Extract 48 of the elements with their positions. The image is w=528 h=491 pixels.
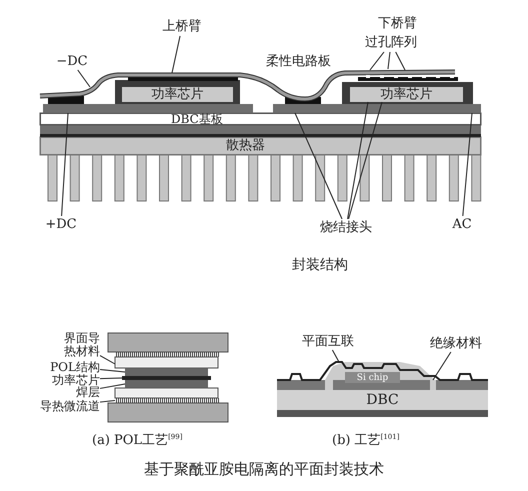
pol-layer: [125, 368, 208, 376]
leader-line: [370, 52, 384, 70]
chip-block: Si chip: [345, 372, 400, 383]
part-label: +DC: [44, 216, 78, 234]
leader-line: [347, 102, 368, 220]
solder-layer: [125, 380, 208, 388]
leader-line: [100, 368, 126, 372]
part-label: 柔性电路板: [266, 54, 331, 70]
leader-line: [172, 36, 181, 74]
micro-channel-layer: [115, 398, 220, 403]
figure-caption: 基于聚酰亚胺电隔离的平面封装技术: [143, 461, 385, 477]
part-label: 烧结接头: [316, 219, 376, 237]
part-label: 平面互联: [300, 334, 356, 350]
figure-caption: (b) 工艺$^{[101]}$: [332, 432, 400, 449]
leader-line: [294, 112, 342, 220]
chip-block: 功率芯片: [122, 87, 233, 102]
part-label: 过孔阵列: [362, 34, 420, 52]
chip-layer: [122, 376, 211, 380]
part-label: 功率芯片: [42, 373, 100, 386]
part-label: 界面导热材料: [62, 331, 100, 359]
figure-caption: (a) POL工艺$^{[99]}$: [92, 432, 182, 449]
leader-line: [77, 70, 90, 88]
heat-sink-base: 散热器: [40, 137, 481, 155]
interconnect-line: [277, 361, 488, 381]
leader-line: [100, 400, 116, 403]
chip-block: 功率芯片: [350, 87, 463, 102]
part-label: −DC: [55, 54, 89, 70]
leader-line: [100, 378, 122, 380]
leader-line: [332, 350, 340, 362]
leader-line: [100, 355, 116, 364]
leader-line: [462, 112, 472, 216]
leader-line: [395, 52, 406, 70]
part-label: AC: [450, 216, 474, 234]
part-label: 绝缘材料: [428, 336, 484, 352]
substrate-layer: DBC: [277, 390, 488, 410]
part-label: 上桥臂: [160, 18, 204, 36]
part-label: 导热微流道: [34, 399, 100, 412]
insulation-fill: [430, 380, 436, 390]
leader-line: [100, 384, 126, 389]
leader-line: [61, 112, 68, 216]
part-label: 焊层: [60, 386, 100, 398]
substrate-layer: DBC基板: [40, 113, 481, 125]
leader-line: [348, 102, 382, 220]
part-label: 下桥臂: [378, 16, 417, 32]
spreader-layer: [114, 356, 218, 368]
figure-caption: 封装结构: [292, 257, 348, 273]
part-label: POL结构: [42, 360, 100, 373]
leader-line: [388, 52, 390, 70]
